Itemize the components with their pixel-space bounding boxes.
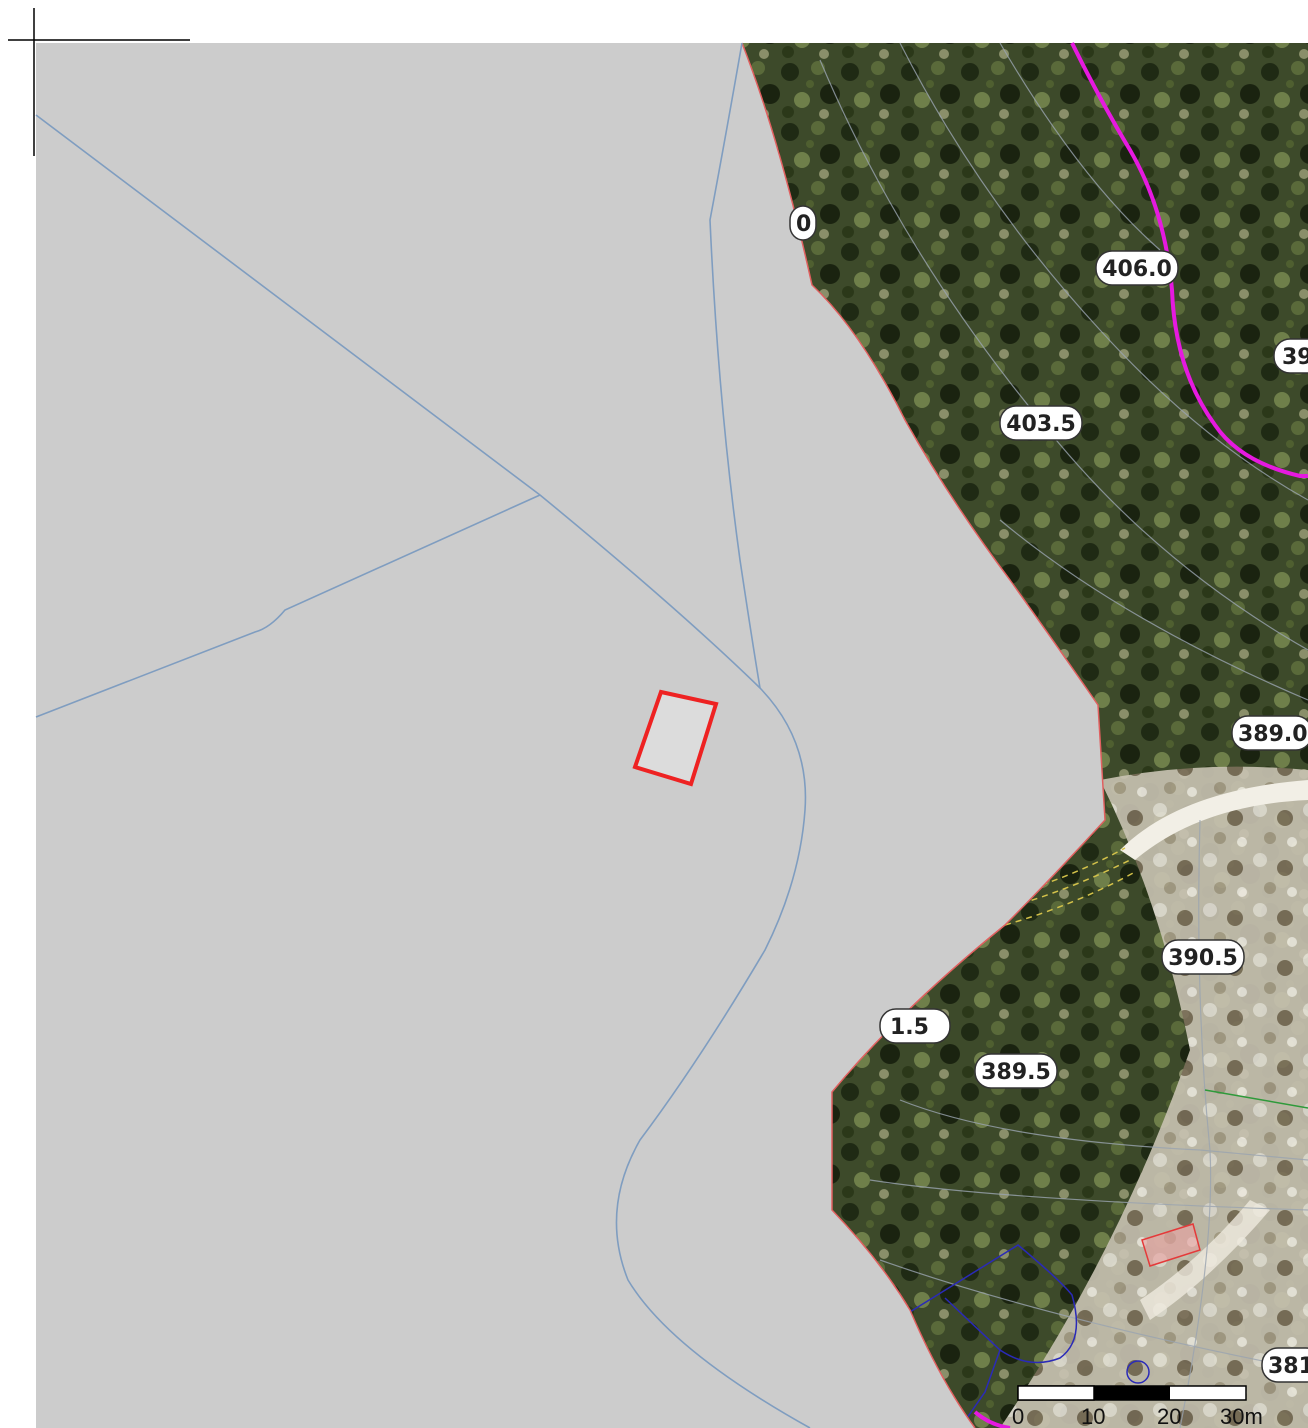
contour-label-389-0: 389.0 [1231, 715, 1308, 751]
contour-label-3905: 390.5 [1161, 939, 1245, 975]
magenta-boundary-line [1070, 42, 1308, 478]
contour-label-406-text: 406.0 [1102, 257, 1172, 282]
blue-parcel [904, 1244, 1150, 1428]
scale-tick-10: 10 [1081, 1404, 1105, 1428]
contour-label-3895: 389.5 [974, 1053, 1058, 1089]
contour-label-381-partial: 381 [1261, 1347, 1308, 1383]
contour-label-381-text: 381 [1268, 1354, 1308, 1379]
parcel-lines [35, 42, 811, 1428]
scale-tick-20: 20 [1157, 1404, 1181, 1428]
contour-label-partial-0: 0 [789, 205, 817, 241]
scale-bar: 0 10 20 30m [1012, 1385, 1263, 1428]
scale-tick-0: 0 [1012, 1404, 1024, 1428]
contour-label-4035: 403.5 [999, 405, 1083, 441]
masked-area-edge [741, 42, 1106, 1428]
contour-label-39-partial: 39 [1273, 338, 1308, 374]
contour-label-389-0-text: 389.0 [1238, 722, 1308, 747]
contour-label-3895-text: 389.5 [981, 1060, 1051, 1085]
magenta-boundary-line-bottom [973, 1410, 1011, 1428]
contour-label-4035-text: 403.5 [1006, 412, 1076, 437]
masked-area [36, 43, 1105, 1428]
scale-tick-30m: 30m [1220, 1404, 1263, 1428]
crosshair-marker [8, 8, 190, 156]
contour-label-15-text: 1.5 [890, 1015, 929, 1040]
contour-label-0-text: 0 [796, 212, 811, 237]
green-line [1204, 1089, 1308, 1109]
building-outline-small[interactable] [1141, 1223, 1201, 1267]
contour-label-406: 406.0 [1095, 250, 1179, 286]
selected-building[interactable] [632, 689, 719, 787]
contour-label-39-text: 39 [1282, 345, 1308, 370]
contour-label-partial-15: 1.5 [879, 1008, 951, 1044]
contour-label-3905-text: 390.5 [1168, 946, 1238, 971]
